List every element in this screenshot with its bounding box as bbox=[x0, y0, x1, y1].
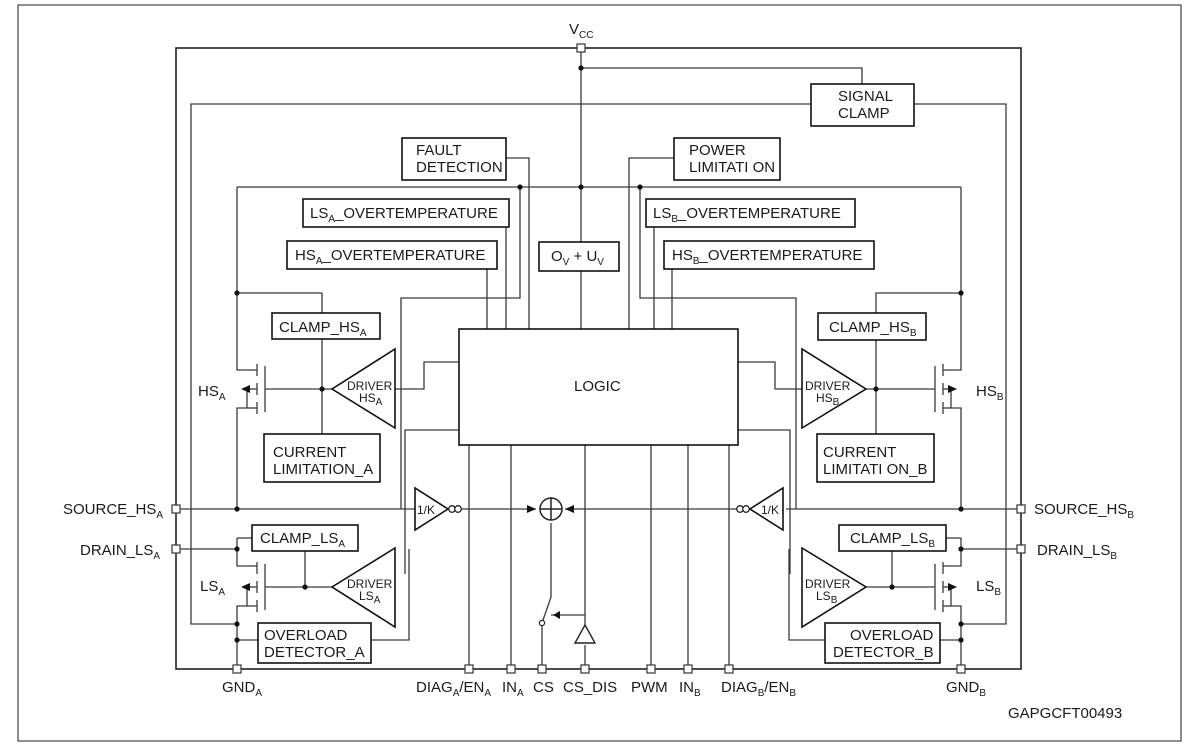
power-limitation-label-1: POWER bbox=[689, 142, 746, 159]
hs-b-label: HSB bbox=[976, 383, 1004, 403]
hs-b-transistor bbox=[934, 364, 952, 414]
figure-code: GAPGCFT00493 bbox=[1008, 705, 1122, 722]
driver-hs-b bbox=[801, 347, 868, 430]
vcc-label: VCC bbox=[569, 21, 593, 41]
chip-boundary bbox=[175, 47, 1022, 670]
driver-ls-b-label: DRIVER bbox=[805, 577, 851, 591]
driver-ls-b bbox=[801, 546, 868, 629]
diag-a-pin-label: DIAGA/ENA bbox=[416, 679, 491, 699]
overload-detector-b-label-1: OVERLOAD bbox=[850, 627, 934, 644]
ls-b-overtemperature-label: LSB_OVERTEMPERATURE bbox=[653, 205, 841, 225]
hs-a-overtemperature-label: HSA_OVERTEMPERATURE bbox=[295, 247, 485, 267]
hs-a-overtemperature-box bbox=[286, 240, 498, 270]
clamp-ls-b-box bbox=[838, 524, 947, 552]
clamp-hs-a-label: CLAMP_HSA bbox=[279, 319, 367, 339]
ls-a-label: LSA bbox=[200, 578, 225, 598]
clamp-ls-a-box bbox=[251, 524, 359, 552]
logic-label: LOGIC bbox=[574, 378, 621, 395]
overload-detector-a-box bbox=[257, 622, 372, 664]
power-limitation-label-2: LIMITATI ON bbox=[689, 159, 775, 176]
pins bbox=[171, 43, 1026, 674]
current-limitation-b-box bbox=[816, 433, 935, 483]
source-hs-a-pin-label: SOURCE_HSA bbox=[63, 501, 163, 521]
drain-ls-b-pin-label: DRAIN_LSB bbox=[1037, 542, 1117, 562]
clamp-ls-b-label: CLAMP_LSB bbox=[850, 530, 935, 550]
clamp-hs-b-box bbox=[817, 312, 927, 341]
current-limitation-a-label-1: CURRENT bbox=[273, 444, 346, 461]
clamp-hs-a-box bbox=[271, 312, 381, 340]
sense-amp-b-label: 1/K bbox=[761, 503, 779, 517]
fault-detection-label-1: FAULT bbox=[416, 142, 462, 159]
driver-ls-a-label: DRIVER bbox=[347, 577, 393, 591]
summing-node bbox=[539, 497, 563, 521]
ls-a-transistor bbox=[246, 562, 266, 612]
junction-dots bbox=[234, 65, 964, 643]
diag-b-pin-label: DIAGB/ENB bbox=[721, 679, 796, 699]
driver-hs-a-sub-label: HSA bbox=[359, 391, 383, 408]
sense-amp-a-label: 1/K bbox=[417, 503, 435, 517]
signal-clamp-label-1: SIGNAL bbox=[838, 88, 893, 105]
drain-ls-a-pin-label: DRAIN_LSA bbox=[80, 542, 160, 562]
overload-detector-b-label-2: DETECTOR_B bbox=[833, 644, 934, 661]
overload-detector-a-label-1: OVERLOAD bbox=[264, 627, 348, 644]
driver-hs-b-sub-label: HSB bbox=[816, 391, 840, 408]
overload-detector-a-label-2: DETECTOR_A bbox=[264, 644, 365, 661]
sense-amp-b bbox=[748, 486, 784, 532]
current-limitation-b-label-2: LIMITATI ON_B bbox=[823, 461, 927, 478]
clamp-hs-b-label: CLAMP_HSB bbox=[829, 319, 917, 339]
ov-uv-label: OV + UV bbox=[551, 248, 604, 268]
in-a-pin-label: INA bbox=[502, 679, 524, 699]
cs-pin-label: CS bbox=[533, 679, 554, 696]
current-limitation-a-box bbox=[263, 433, 381, 483]
driver-ls-a-sub-label: LSA bbox=[359, 589, 381, 606]
current-limitation-b-label-1: CURRENT bbox=[823, 444, 896, 461]
ls-a-overtemperature-box bbox=[302, 198, 510, 228]
ls-b-overtemperature-box bbox=[645, 198, 856, 228]
driver-hs-a-label: DRIVER bbox=[347, 379, 393, 393]
driver-ls-a bbox=[330, 546, 396, 629]
clamp-ls-a-label: CLAMP_LSA bbox=[260, 530, 345, 550]
cs-dis-buffer bbox=[573, 623, 597, 644]
driver-ls-b-sub-label: LSB bbox=[816, 589, 838, 606]
fault-detection-label-2: DETECTION bbox=[416, 159, 503, 176]
signal-clamp-label-2: CLAMP bbox=[838, 105, 890, 122]
ls-b-label: LSB bbox=[976, 578, 1001, 598]
cs-switch bbox=[538, 619, 546, 627]
ls-a-overtemperature-label: LSA_OVERTEMPERATURE bbox=[310, 205, 498, 225]
hs-b-overtemperature-box bbox=[663, 240, 875, 270]
hs-b-overtemperature-label: HSB_OVERTEMPERATURE bbox=[672, 247, 862, 267]
fault-detection-box bbox=[401, 137, 507, 181]
source-hs-b-pin-label: SOURCE_HSB bbox=[1034, 501, 1134, 521]
hs-a-label: HSA bbox=[198, 383, 226, 403]
cs-dis-pin-label: CS_DIS bbox=[563, 679, 617, 696]
signal-clamp-box bbox=[810, 83, 915, 127]
power-limitation-box bbox=[673, 137, 781, 181]
sense-amp-a bbox=[414, 486, 450, 532]
gnd-b-pin-label: GNDB bbox=[946, 679, 986, 699]
pwm-pin-label: PWM bbox=[631, 679, 668, 696]
logic-block bbox=[458, 328, 739, 446]
driver-hs-b-label: DRIVER bbox=[805, 379, 851, 393]
gnd-a-pin-label: GNDA bbox=[222, 679, 262, 699]
driver-hs-a bbox=[330, 347, 396, 430]
ov-uv-box bbox=[538, 241, 620, 272]
overload-detector-b-box bbox=[824, 622, 941, 664]
current-limitation-a-label-2: LIMITATION_A bbox=[273, 461, 373, 478]
in-b-pin-label: INB bbox=[679, 679, 701, 699]
